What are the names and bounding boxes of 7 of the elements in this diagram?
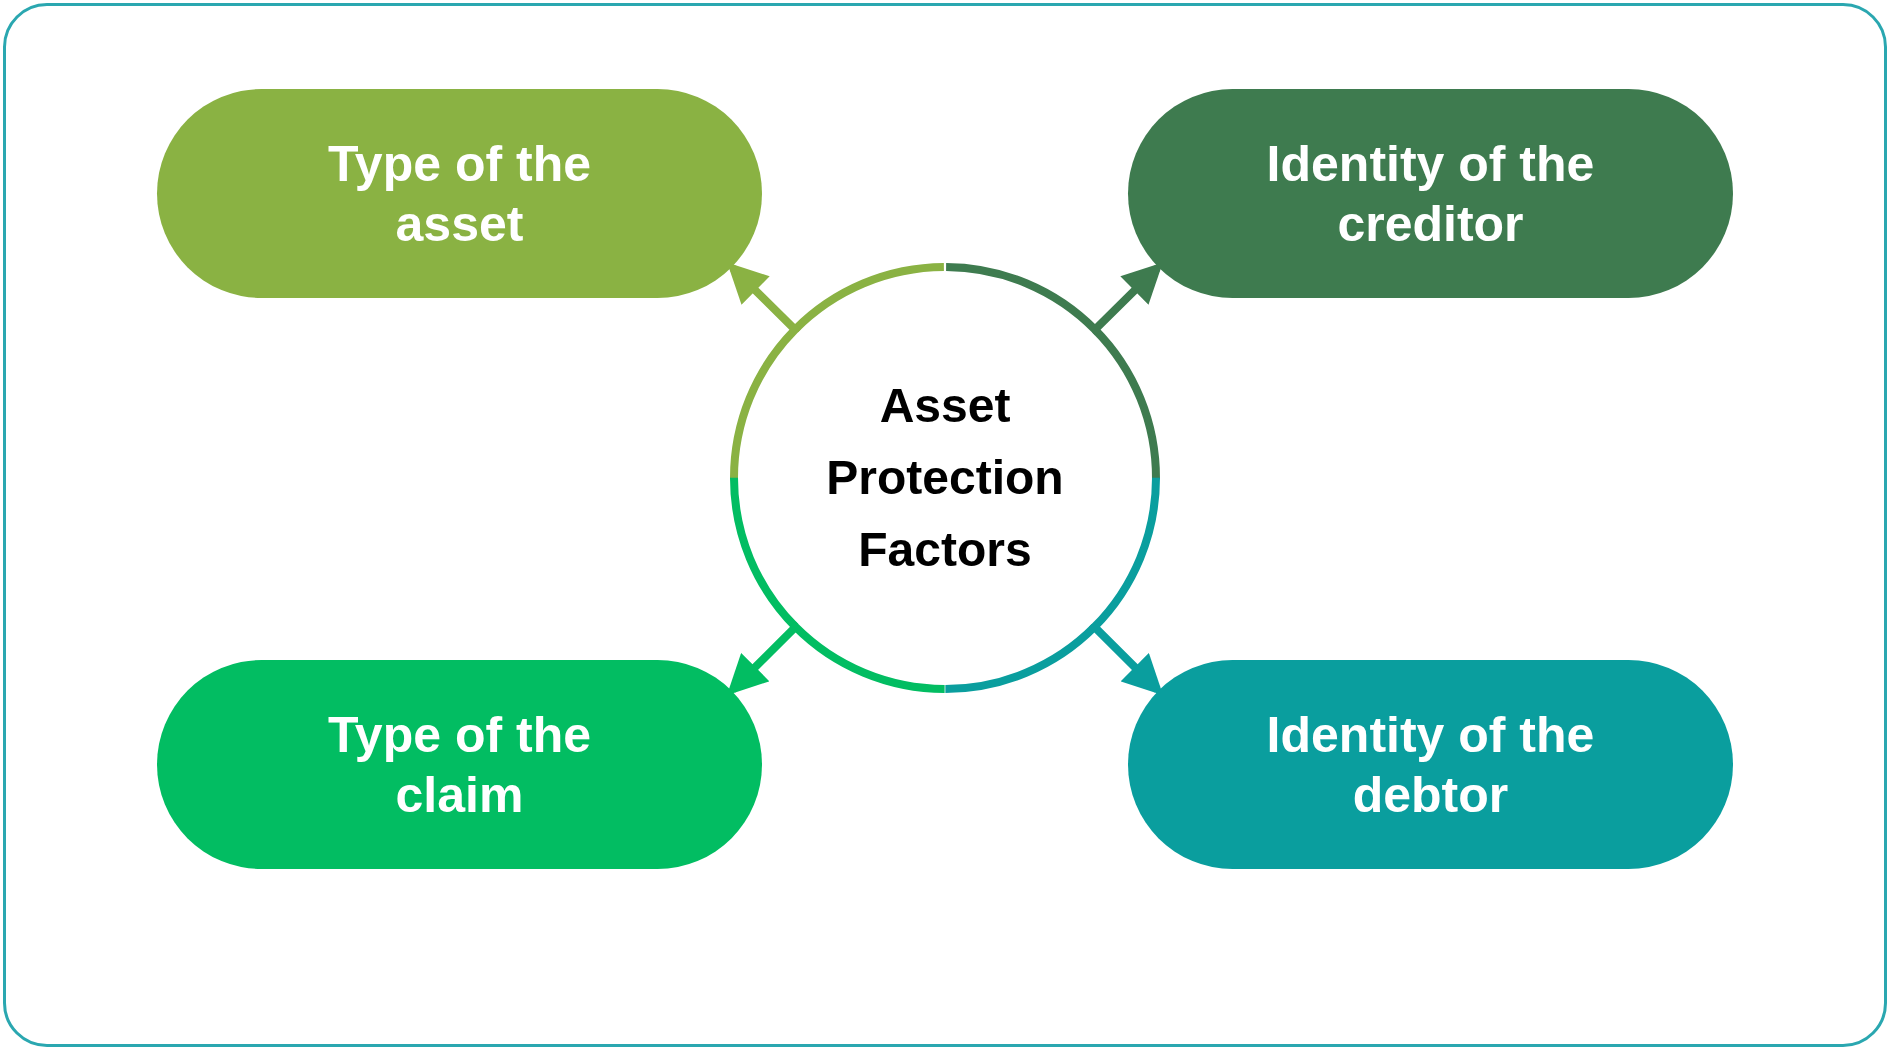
arrow	[727, 262, 799, 480]
factor-label: Type of the claim	[327, 705, 592, 825]
center-title: Asset Protection Factors	[825, 378, 1065, 578]
factor-label: Identity of the debtor	[1265, 705, 1596, 825]
arrow	[945, 262, 1163, 334]
factor-label: Type of the asset	[327, 134, 592, 254]
factor-label: Identity of the creditor	[1265, 134, 1596, 254]
